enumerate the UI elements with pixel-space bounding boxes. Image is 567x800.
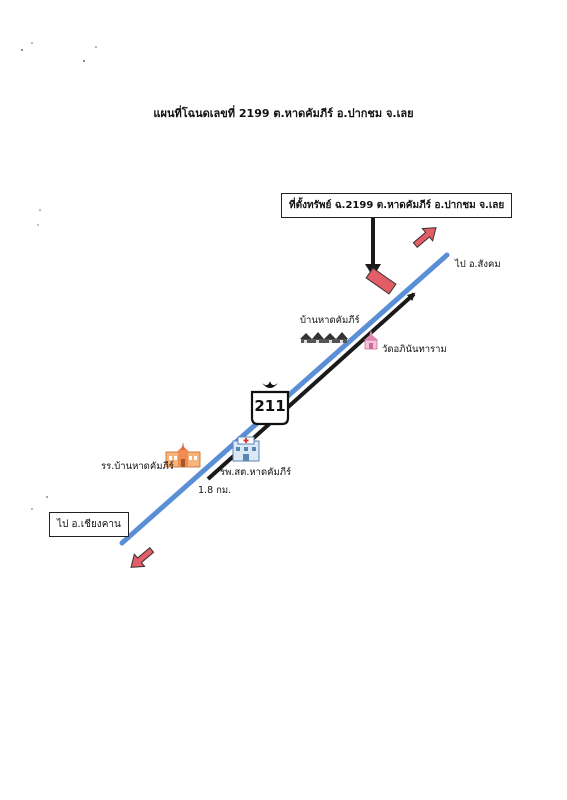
hospital-label: รพ.สต.หาดคัมภีร์ <box>220 467 292 478</box>
distance-label: 1.8 กม. <box>198 485 232 496</box>
to-chiangkhan-box: ไป อ.เชียงคาน <box>49 512 129 537</box>
page-title: แผนที่โฉนดเลขที่ 2199 ต.หาดคัมภีร์ อ.ปาก… <box>153 107 414 120</box>
temple-label: วัดอภินันทาราม <box>382 344 447 355</box>
scan-specks <box>21 42 97 510</box>
property-location-box: ที่ตั้งทรัพย์ ฉ.2199 ต.หาดคัมภีร์ อ.ปากช… <box>281 193 513 218</box>
village-label: บ้านหาดคัมภีร์ <box>300 315 360 326</box>
land-parcel <box>365 267 397 295</box>
temple-icon <box>364 330 378 350</box>
hospital-icon <box>232 436 260 462</box>
school-icon <box>165 442 201 468</box>
highway-number: 211 <box>254 397 286 415</box>
direction-arrow-up-right-icon <box>412 227 437 249</box>
to-sangkhom-label: ไป อ.สังคม <box>455 259 501 270</box>
school-label: รร.บ้านหาดคัมภีร์ <box>101 461 174 472</box>
direction-arrow-down-left-icon <box>130 546 155 568</box>
house-icon <box>300 332 348 343</box>
highway-shield-icon <box>250 381 290 426</box>
